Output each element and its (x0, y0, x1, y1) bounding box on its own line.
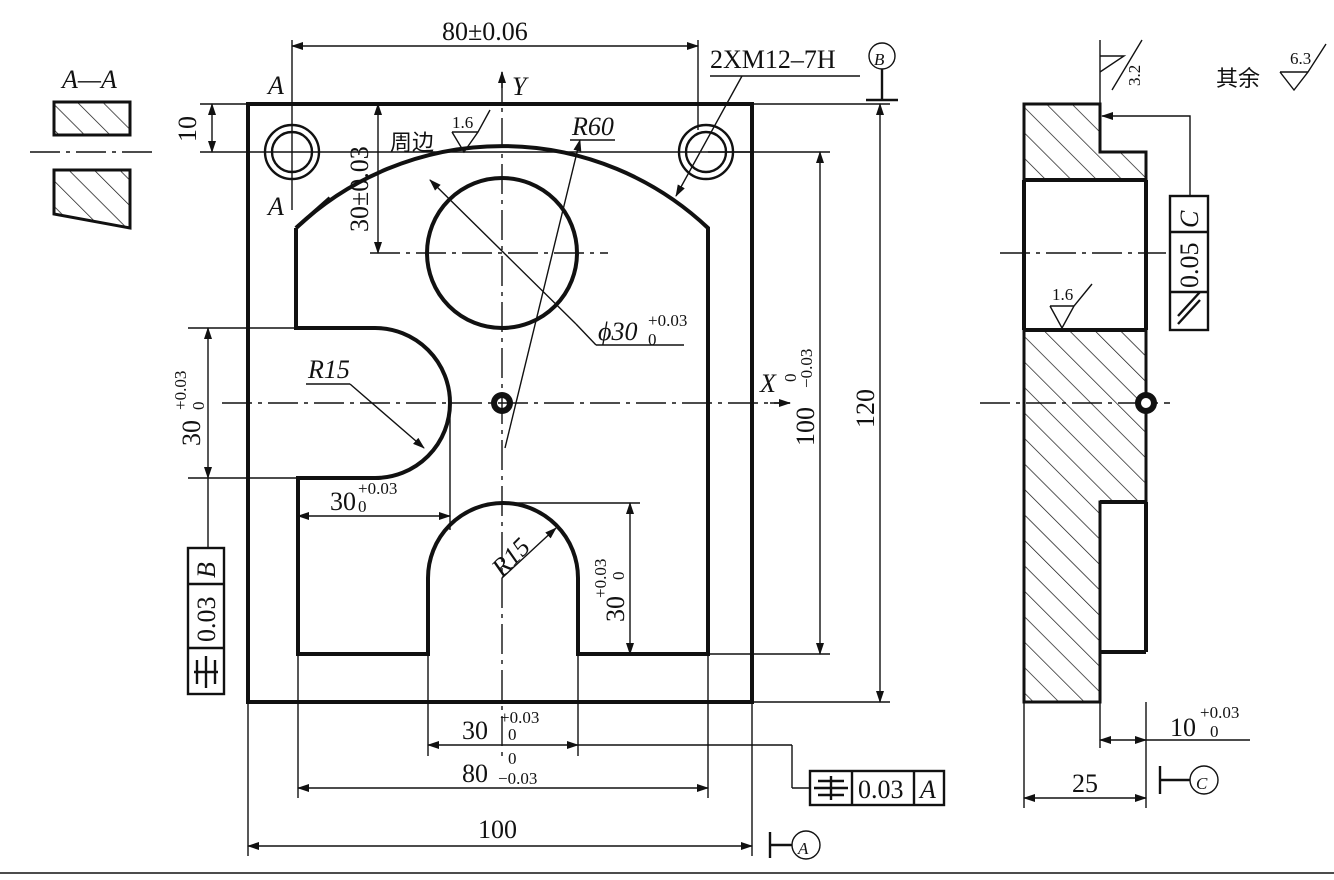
section-view-a-a: A—A (30, 65, 158, 230)
r15-left-label: R15 (307, 355, 350, 384)
section-mark-top: A (266, 71, 284, 100)
tol-a-value: 0.03 (858, 775, 904, 804)
x-axis-label: X (759, 369, 777, 398)
tol-c-datum: C (1175, 210, 1204, 228)
slot-left-depth-lower: 0 (358, 497, 367, 516)
dim-100-vert-lower: −0.03 (797, 349, 816, 388)
roughness-rest-symbol (1279, 43, 1327, 92)
slot-left-height-base: 30 (177, 420, 206, 446)
slot-left-height-lower: 0 (189, 402, 208, 411)
y-axis-label: Y (512, 72, 529, 101)
dim-100-vert-base: 100 (791, 407, 820, 446)
tol-frame-b (186, 546, 226, 696)
side-dim-25: 25 (1072, 769, 1098, 798)
datum-b-circle-label: B (874, 50, 885, 69)
datum-a-label: A (797, 839, 809, 858)
tol-b-value: 0.03 (192, 597, 221, 643)
thread-callout: 2XM12–7H (710, 45, 836, 74)
roughness-rest-label: 其余 (1216, 67, 1260, 92)
dia-hole-upper: +0.03 (648, 311, 687, 330)
dim-top-width: 80±0.06 (442, 17, 528, 46)
slot-bottom-width-upper: +0.03 (500, 708, 539, 727)
side-dim-10-lower: 0 (1210, 722, 1219, 741)
dim-80-bottom-lower: −0.03 (498, 769, 537, 788)
roughness-rest-value: 6.3 (1290, 49, 1311, 68)
dia-hole-base: ϕ30 (598, 317, 637, 346)
dim-30-tol: 30±0.03 (345, 146, 374, 232)
tol-b-datum: B (192, 562, 221, 578)
slot-left-depth-base: 30 (330, 487, 356, 516)
dim-10: 10 (173, 116, 202, 142)
roughness-mid-value: 1.6 (1052, 285, 1073, 304)
side-view: 3.2 其余 6.3 0.05 C 1.6 10 +0.03 0 25 (980, 39, 1327, 808)
dim-80-bottom-upper: 0 (508, 749, 517, 768)
side-lower-hatch (1022, 328, 1148, 704)
roughness-top-value: 3.2 (1125, 65, 1144, 86)
dim-100-vert-upper: 0 (781, 374, 800, 383)
slot-bottom-width-lower: 0 (508, 725, 517, 744)
roughness-perimeter-value: 1.6 (452, 113, 473, 132)
dim-80-bottom-base: 80 (462, 759, 488, 788)
roughness-symbol (451, 109, 491, 154)
side-dim-10-upper: +0.03 (1200, 703, 1239, 722)
dim-120: 120 (851, 389, 880, 428)
roughness-top-symbol (1099, 55, 1127, 73)
roughness-perimeter-label: 周边 (390, 131, 434, 156)
datum-a-circle (791, 830, 821, 860)
datum-c-circle (1189, 765, 1219, 795)
dim-100-bottom: 100 (478, 815, 517, 844)
section-mark-bottom: A (266, 192, 284, 221)
slot-bottom-height-upper: +0.03 (591, 559, 610, 598)
section-upper-hatch (52, 100, 132, 137)
roughness-mid-symbol (1049, 283, 1093, 330)
slot-bottom-height-lower: 0 (609, 572, 628, 581)
cavity-outline (294, 144, 710, 656)
slot-bottom-height-base: 30 (601, 596, 630, 622)
tol-c-value: 0.05 (1175, 243, 1204, 289)
r15-bottom-label: R15 (485, 532, 536, 583)
slot-left-height-upper: +0.03 (171, 371, 190, 410)
tol-frame-c (1168, 194, 1210, 332)
slot-left-depth-upper: +0.03 (358, 479, 397, 498)
r60-label: R60 (571, 112, 614, 141)
side-dim-10-base: 10 (1170, 713, 1196, 742)
section-title: A—A (60, 65, 117, 94)
tol-frame-a (808, 769, 946, 807)
tol-a-datum: A (918, 775, 936, 804)
front-view: Y X A A 80±0.06 2XM12–7H B 10 30±0.03 周边… (171, 17, 946, 860)
slot-bottom-width-base: 30 (462, 716, 488, 745)
datum-c-label: C (1196, 774, 1208, 793)
section-lower-hatch (52, 168, 132, 230)
dia-hole-lower: 0 (648, 330, 657, 349)
